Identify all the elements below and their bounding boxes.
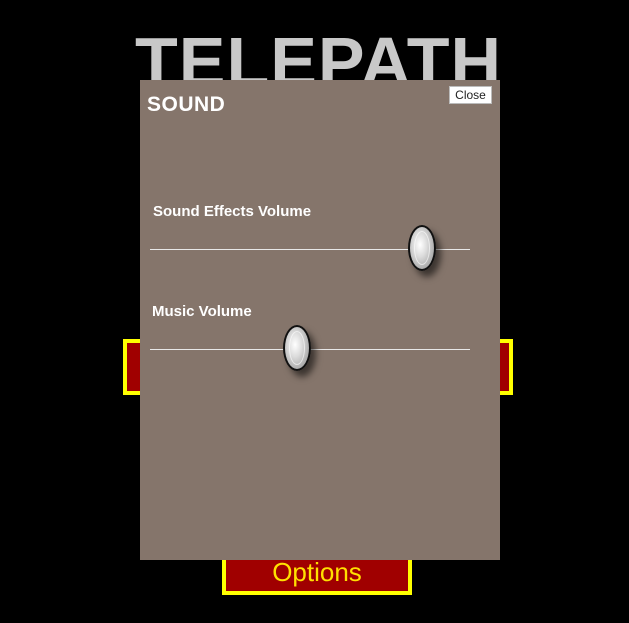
close-button[interactable]: Close [449, 86, 492, 104]
sound-dialog: SOUND Close Sound Effects Volume Music V… [140, 80, 500, 560]
music-volume-label: Music Volume [152, 303, 252, 320]
music-volume-thumb[interactable] [283, 325, 312, 371]
dialog-title: SOUND [147, 93, 226, 116]
sfx-volume-slider[interactable] [150, 225, 470, 275]
music-volume-slider[interactable] [150, 325, 470, 375]
sfx-volume-thumb[interactable] [408, 225, 436, 271]
sfx-volume-track[interactable] [150, 249, 470, 250]
sfx-volume-label: Sound Effects Volume [153, 203, 312, 220]
